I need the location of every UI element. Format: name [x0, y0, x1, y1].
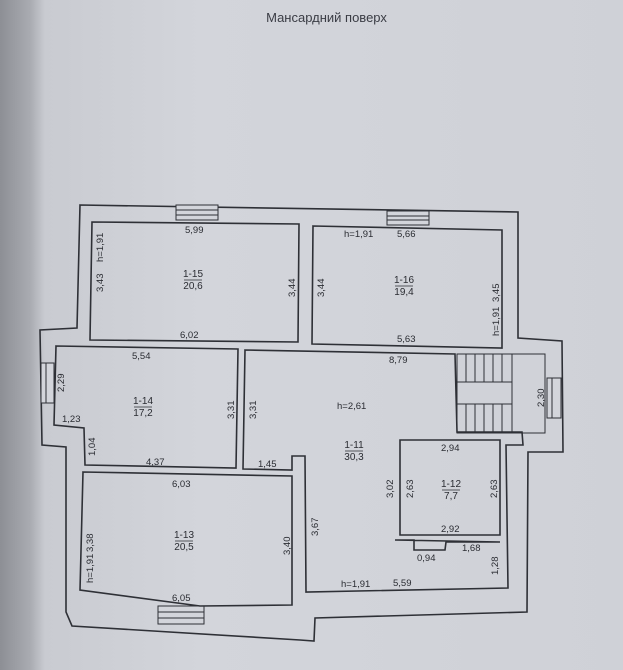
dim-label: h=1,91: [95, 233, 106, 262]
dim-label: 3,38: [85, 534, 96, 553]
dim-label: 1,04: [87, 438, 98, 457]
dim-label: 6,03: [172, 479, 191, 490]
dim-label: 3,44: [316, 279, 327, 298]
room-label-1-15: 1-15: [183, 269, 203, 280]
dim-label: 5,63: [397, 334, 416, 345]
window-right: [546, 377, 562, 419]
room-1-14-outline: [53, 345, 239, 469]
dim-label: 2,30: [536, 389, 547, 408]
window-top-right: [386, 210, 430, 226]
dim-label: h=1,91: [85, 554, 96, 583]
room-area-1-16: 19,4: [394, 287, 414, 298]
dim-label: 1,45: [258, 459, 277, 470]
dim-label: 6,02: [180, 330, 199, 341]
dim-label: 2,63: [489, 480, 500, 499]
dim-label: 6,05: [172, 593, 191, 604]
dim-label: h=1,91: [491, 307, 502, 336]
dim-label: 3,02: [385, 480, 396, 499]
page-title: Мансардний поверх: [266, 10, 387, 25]
dim-label: 8,79: [389, 355, 408, 366]
staircase: [456, 353, 546, 434]
room-area-1-13: 20,5: [174, 542, 194, 553]
dim-label: 3,43: [95, 274, 106, 293]
dim-label: 5,59: [393, 578, 412, 589]
dim-label: 4,37: [146, 457, 165, 468]
room-1-13-outline: [79, 471, 293, 607]
dim-label: 1,23: [62, 414, 81, 425]
dim-label: 1,28: [490, 557, 501, 576]
alcove-outline: [394, 539, 501, 551]
dim-label: h=1,91: [341, 579, 370, 590]
dim-label: 5,54: [132, 351, 151, 362]
outer-wall: [39, 204, 564, 642]
dim-label: 3,44: [287, 279, 298, 298]
dim-label: 5,66: [397, 229, 416, 240]
dim-label: 2,92: [441, 524, 460, 535]
dim-label: 5,99: [185, 225, 204, 236]
dim-label: 2,94: [441, 443, 460, 454]
dim-label: 3,45: [491, 284, 502, 303]
dim-label: 3,31: [248, 401, 259, 420]
room-label-1-11: 1-11: [344, 440, 364, 451]
dim-label: h=2,61: [337, 401, 366, 412]
dim-label: 2,63: [405, 480, 416, 499]
dim-label: h=1,91: [344, 229, 373, 240]
dim-label: 3,40: [282, 537, 293, 556]
dim-label: 1,68: [462, 543, 481, 554]
window-left: [40, 362, 55, 404]
room-area-1-15: 20,6: [183, 281, 203, 292]
dim-label: 3,67: [310, 518, 321, 537]
dim-label: 2,29: [56, 374, 67, 393]
room-area-1-11: 30,3: [344, 452, 364, 463]
room-1-15-outline: [89, 221, 300, 343]
room-label-1-16: 1-16: [394, 275, 414, 286]
window-top-left: [175, 204, 219, 221]
room-1-12-outline: [399, 439, 501, 536]
room-label-1-14: 1-14: [133, 396, 153, 407]
window-bottom: [157, 605, 205, 625]
dim-label: 3,31: [226, 401, 237, 420]
room-area-1-12: 7,7: [444, 491, 458, 502]
room-1-16-outline: [311, 225, 503, 349]
room-label-1-13: 1-13: [174, 530, 194, 541]
room-label-1-12: 1-12: [441, 479, 461, 490]
room-area-1-14: 17,2: [133, 408, 153, 419]
dim-label: 0,94: [417, 553, 436, 564]
